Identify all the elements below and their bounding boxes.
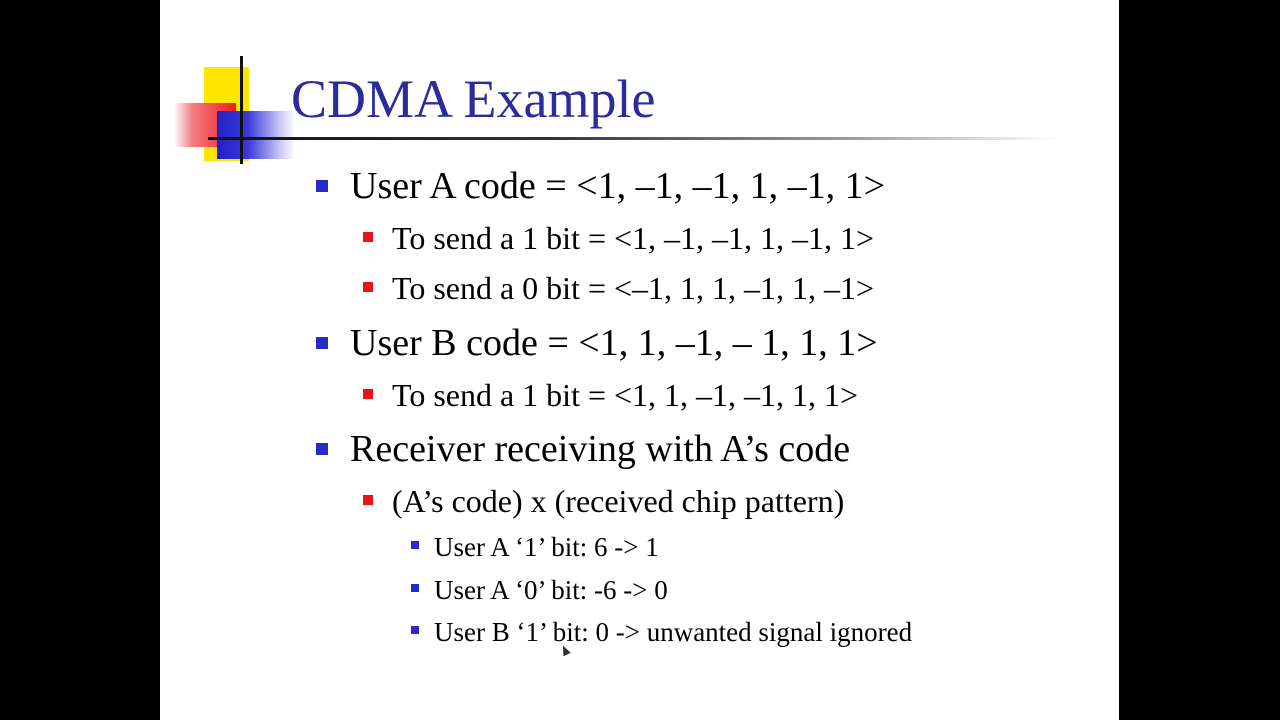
bullet-item: User A code = <1, –1, –1, 1, –1, 1> (316, 164, 886, 208)
logo-vertical-line (240, 56, 243, 164)
bullet-square-icon (316, 180, 328, 192)
bullet-text: Receiver receiving with A’s code (350, 428, 851, 470)
bullet-text: User B ‘1’ bit: 0 -> unwanted signal ign… (434, 617, 913, 647)
bullet-square-icon (316, 337, 328, 349)
bullet-text: User A code = <1, –1, –1, 1, –1, 1> (350, 165, 886, 207)
bullet-text: User A ‘1’ bit: 6 -> 1 (434, 532, 659, 562)
bullet-square-icon (363, 232, 373, 242)
slide-title: CDMA Example (291, 69, 656, 129)
bullet-text: To send a 1 bit = <1, –1, –1, 1, –1, 1> (392, 220, 875, 256)
bullet-item: User A ‘0’ bit: -6 -> 0 (411, 574, 668, 606)
bullet-square-icon (411, 584, 419, 592)
bullet-item: To send a 0 bit = <–1, 1, 1, –1, 1, –1> (363, 269, 875, 307)
bullet-item: Receiver receiving with A’s code (316, 427, 851, 471)
bullet-square-icon (411, 626, 419, 634)
bullet-item: (A’s code) x (received chip pattern) (363, 482, 845, 520)
bullet-text: To send a 0 bit = <–1, 1, 1, –1, 1, –1> (392, 270, 875, 306)
bullet-square-icon (363, 389, 373, 399)
bullet-item: User A ‘1’ bit: 6 -> 1 (411, 531, 659, 563)
bullet-square-icon (363, 495, 373, 505)
bullet-item: To send a 1 bit = <1, 1, –1, –1, 1, 1> (363, 376, 859, 414)
bullet-item: User B ‘1’ bit: 0 -> unwanted signal ign… (411, 616, 913, 648)
bullet-item: To send a 1 bit = <1, –1, –1, 1, –1, 1> (363, 219, 875, 257)
bullet-text: User B code = <1, 1, –1, – 1, 1, 1> (350, 322, 878, 364)
bullet-text: To send a 1 bit = <1, 1, –1, –1, 1, 1> (392, 377, 859, 413)
bullet-text: (A’s code) x (received chip pattern) (392, 483, 845, 519)
bullet-item: User B code = <1, 1, –1, – 1, 1, 1> (316, 321, 878, 365)
bullet-square-icon (411, 541, 419, 549)
slide: CDMA Example User A code = <1, –1, –1, 1… (160, 0, 1119, 720)
bullet-square-icon (363, 282, 373, 292)
logo-blue-block (217, 111, 295, 159)
bullet-square-icon (316, 443, 328, 455)
bullet-text: User A ‘0’ bit: -6 -> 0 (434, 575, 668, 605)
title-underline (208, 137, 1058, 140)
